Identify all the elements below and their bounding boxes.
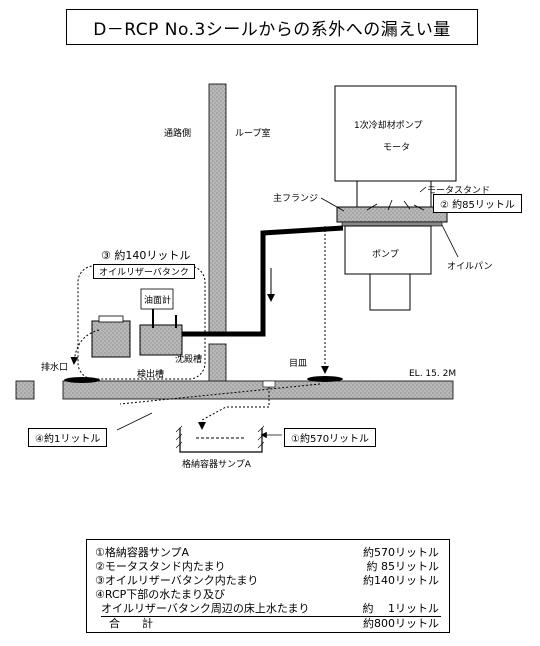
summary-item: ③オイルリザーバタンク内たまり	[95, 574, 259, 587]
containment-sump	[179, 428, 263, 453]
summary-row: ③オイルリザーバタンク内たまり 約140リットル	[95, 572, 441, 588]
label-motor-stand: モータスタンド	[427, 186, 491, 196]
label-elevation: EL. 15. 2M	[409, 369, 457, 379]
floor-slab	[62, 380, 454, 400]
pump-motor	[334, 85, 457, 182]
sump-leak-path	[198, 387, 270, 430]
summary-value: 約 1リットル	[362, 602, 440, 615]
sump-hatch	[175, 425, 265, 449]
label-detection-tank: 検出槽	[137, 370, 165, 380]
settling-tank-body	[139, 324, 183, 356]
diagram-title: D－RCP No.3シールからの系外への漏えい量	[66, 9, 478, 45]
callout-reservoir-tank: ③ 約140リットル	[101, 249, 191, 262]
label-settling-tank: 沈殿槽	[175, 355, 203, 365]
partition-wall-lower	[208, 343, 227, 385]
summary-row: ①格納容器サンプA 約570リットル	[95, 544, 441, 560]
callout-motor-stand: ② 約85リットル	[433, 194, 522, 213]
label-loop-room: ループ室	[235, 129, 271, 139]
summary-item: ④RCP下部の水たまり及び	[95, 588, 225, 601]
summary-value: 約140リットル	[363, 574, 439, 587]
label-pump: ポンプ	[372, 250, 399, 260]
partition-wall-upper	[208, 83, 227, 337]
summary-total-value: 約800リットル	[363, 617, 439, 630]
floor-slab-left-stub	[15, 380, 35, 400]
summary-item: オイルリザーバタンク周辺の床上水たまり	[101, 602, 310, 615]
label-oil-level-gauge: 油面計	[144, 296, 172, 306]
main-flange-plate	[336, 206, 448, 223]
summary-row: オイルリザーバタンク周辺の床上水たまり 約 1リットル	[101, 600, 441, 617]
leader-oil-pan	[441, 224, 459, 258]
leader-motor-stand	[419, 186, 427, 193]
label-main-flange: 主フランジ	[273, 194, 319, 204]
pump-shaft	[369, 273, 411, 311]
summary-item: ②モータスタンド内たまり	[95, 560, 226, 573]
label-corridor-side: 通路側	[164, 129, 192, 139]
label-pump-motor-1: 1次冷却材ポンプ	[354, 121, 423, 131]
floor-leak-path	[119, 383, 321, 405]
callout-floor-puddle: ④約1リットル	[28, 428, 108, 447]
label-pump-motor-2: モータ	[383, 143, 411, 153]
oil-drain-pipe	[180, 225, 344, 337]
summary-value: 約 85リットル	[366, 560, 440, 573]
summary-row: ②モータスタンド内たまり 約 85リットル	[95, 558, 441, 574]
leak-splash	[366, 199, 425, 211]
label-containment-sump: 格納容器サンプA	[182, 460, 251, 470]
summary-total-row: 合 計 約800リットル	[109, 615, 441, 631]
label-drip-pan: 目皿	[289, 359, 308, 369]
summary-value: 約570リットル	[363, 546, 439, 559]
oil-pan-tray	[341, 221, 443, 227]
motor-stand	[356, 180, 432, 208]
label-drain-port: 排水口	[41, 363, 69, 373]
summary-row: ④RCP下部の水たまり及び	[95, 586, 441, 602]
oil-level-gauge-box	[140, 288, 174, 310]
summary-item: ①格納容器サンプA	[95, 546, 190, 559]
label-oil-pan: オイルパン	[447, 262, 493, 272]
oil-reservoir-enclosure	[77, 265, 206, 380]
leak-diagram	[15, 83, 459, 453]
detection-tank-top	[98, 315, 124, 323]
summary-table: ①格納容器サンプA 約570リットル ②モータスタンド内たまり 約 85リットル…	[86, 539, 450, 633]
floor-drain-opening	[262, 380, 276, 388]
callout-containment-sump: ①約570リットル	[284, 428, 377, 447]
overflow-path	[70, 329, 100, 365]
label-oil-reservoir-tank: オイルリザーバタンク	[93, 264, 195, 279]
detection-tank-body	[91, 320, 131, 358]
puddle-under-rcp	[307, 376, 343, 382]
puddle-drain-port	[64, 377, 100, 383]
summary-total-label: 合 計	[109, 617, 153, 630]
leader-main-flange	[320, 197, 345, 212]
pump-casing	[344, 225, 432, 275]
leader-c4	[116, 412, 153, 431]
